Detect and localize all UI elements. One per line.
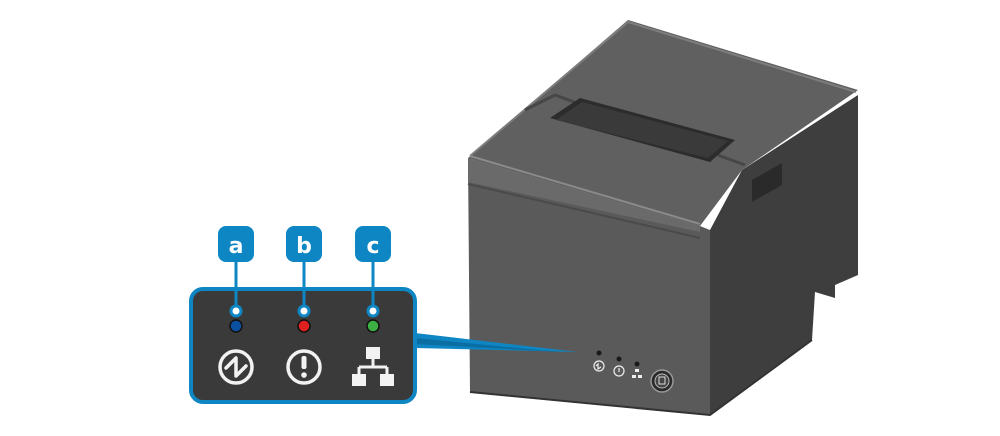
front-network-icon bbox=[632, 369, 642, 378]
led-b bbox=[297, 319, 311, 333]
led-a bbox=[229, 319, 243, 333]
badge-a-group: a bbox=[218, 226, 254, 318]
network-icon bbox=[352, 347, 394, 386]
front-led-power bbox=[596, 350, 602, 356]
badge-a bbox=[218, 226, 254, 262]
indicator-panel bbox=[189, 287, 417, 404]
badge-c bbox=[355, 226, 391, 262]
badge-a-label: a bbox=[229, 234, 244, 259]
printer bbox=[467, 20, 858, 417]
front-led-error bbox=[616, 356, 622, 362]
power-icon bbox=[218, 349, 254, 385]
front-power-icon bbox=[593, 360, 605, 372]
front-led-network bbox=[634, 361, 640, 367]
error-icon bbox=[286, 349, 322, 385]
badge-c-group: c bbox=[355, 226, 391, 318]
led-c bbox=[366, 319, 380, 333]
side-grip bbox=[752, 163, 782, 202]
callout-connector bbox=[415, 333, 578, 352]
front-error-icon bbox=[613, 365, 625, 377]
feed-button[interactable] bbox=[650, 369, 674, 393]
badge-b-group: b bbox=[286, 226, 322, 318]
printer-right-side bbox=[710, 95, 858, 415]
badge-b-label: b bbox=[296, 234, 312, 259]
badge-b bbox=[286, 226, 322, 262]
badge-c-label: c bbox=[366, 234, 379, 259]
